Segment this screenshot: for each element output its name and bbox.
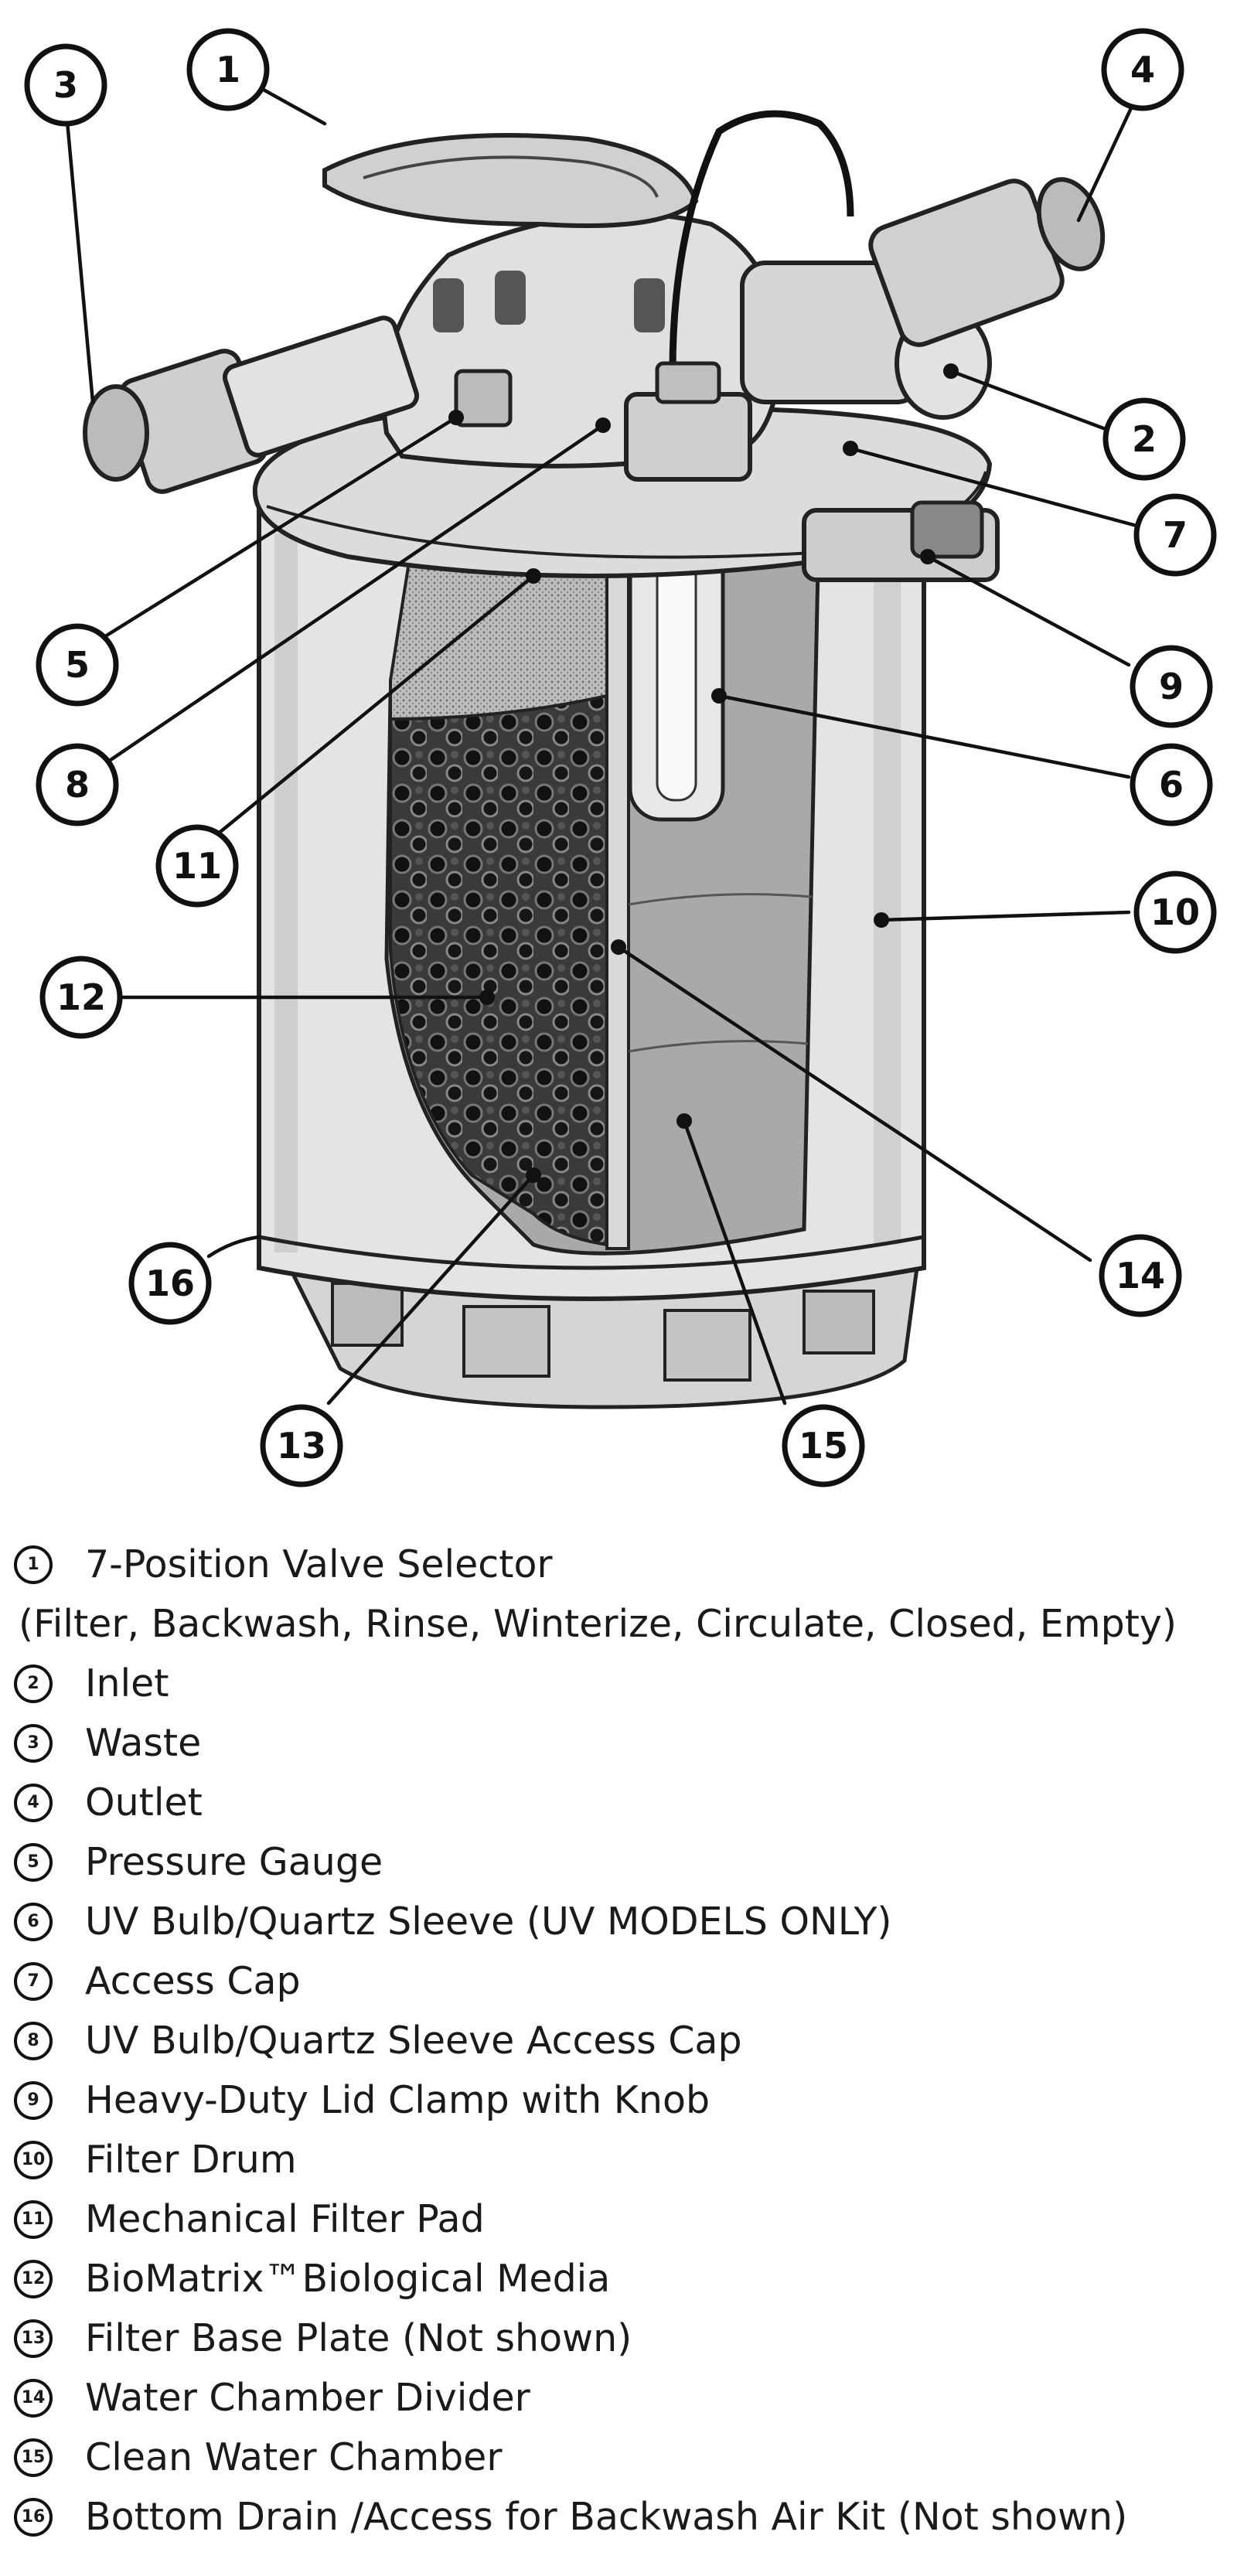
legend-number-badge: 2 xyxy=(14,1664,53,1703)
legend-number-badge: 9 xyxy=(14,2080,53,2120)
svg-text:12: 12 xyxy=(56,976,106,1018)
legend-item: 11 Mechanical Filter Pad xyxy=(14,2189,1228,2249)
legend-label: BioMatrix™Biological Media xyxy=(85,2257,611,2301)
legend-label: Filter Base Plate (Not shown) xyxy=(85,2316,632,2360)
legend-label: Access Cap xyxy=(85,1959,301,2003)
callout-4: 4 xyxy=(1101,28,1184,111)
svg-text:14: 14 xyxy=(1116,1255,1165,1297)
legend-label: Pressure Gauge xyxy=(85,1840,383,1884)
callout-6: 6 xyxy=(1130,743,1213,826)
svg-text:2: 2 xyxy=(1132,418,1157,460)
callout-9: 9 xyxy=(1130,645,1213,728)
legend-label: (Filter, Backwash, Rinse, Winterize, Cir… xyxy=(19,1602,1177,1646)
callout-8: 8 xyxy=(36,743,119,826)
svg-text:7: 7 xyxy=(1163,514,1188,556)
legend-number-badge: 12 xyxy=(14,2259,53,2298)
legend-label: Heavy-Duty Lid Clamp with Knob xyxy=(85,2078,711,2122)
svg-text:6: 6 xyxy=(1159,764,1184,806)
callout-11: 11 xyxy=(155,824,239,908)
legend-number-badge: 8 xyxy=(14,2021,53,2060)
legend-item: 16 Bottom Drain /Access for Backwash Air … xyxy=(14,2487,1228,2547)
callout-5: 5 xyxy=(36,623,119,707)
legend-number-badge: 1 xyxy=(14,1545,53,1584)
svg-text:5: 5 xyxy=(65,644,90,686)
svg-text:3: 3 xyxy=(53,64,78,106)
legend-number-badge: 5 xyxy=(14,1842,53,1882)
legend-label: Clean Water Chamber xyxy=(85,2435,503,2479)
svg-text:10: 10 xyxy=(1150,891,1200,933)
legend-number-badge: 4 xyxy=(14,1783,53,1822)
callout-12: 12 xyxy=(39,956,123,1039)
callout-15: 15 xyxy=(782,1404,865,1487)
legend-label: Inlet xyxy=(85,1661,169,1705)
legend-item: 1 7-Position Valve Selector xyxy=(14,1535,1228,1594)
legend-item: 6 UV Bulb/Quartz Sleeve (UV MODELS ONLY) xyxy=(14,1892,1228,1951)
legend-label: Filter Drum xyxy=(85,2138,297,2182)
access-cap xyxy=(624,361,752,482)
callout-7: 7 xyxy=(1133,493,1217,577)
legend-item: 2 Inlet xyxy=(14,1654,1228,1713)
leader-lines xyxy=(63,83,1139,1406)
legend-item: 7 Access Cap xyxy=(14,1951,1228,2011)
callout-3: 3 xyxy=(24,43,107,127)
legend-label: Bottom Drain /Access for Backwash Air Ki… xyxy=(85,2495,1128,2539)
svg-text:16: 16 xyxy=(145,1262,195,1304)
svg-text:11: 11 xyxy=(172,845,222,887)
legend-number-badge: 6 xyxy=(14,1902,53,1941)
legend-item: 4 Outlet xyxy=(14,1773,1228,1832)
legend-label: Water Chamber Divider xyxy=(85,2376,530,2420)
legend-number-badge: 13 xyxy=(14,2319,53,2358)
legend-item: 9 Heavy-Duty Lid Clamp with Knob xyxy=(14,2070,1228,2130)
lid-clamp xyxy=(802,500,1000,582)
legend-item: 10 Filter Drum xyxy=(14,2130,1228,2189)
legend-number-badge: 7 xyxy=(14,1961,53,2001)
parts-legend: 1 7-Position Valve Selector (Filter, Back… xyxy=(14,1535,1228,2547)
legend-number-badge: 14 xyxy=(14,2378,53,2418)
legend-number-badge: 3 xyxy=(14,1723,53,1763)
svg-text:1: 1 xyxy=(216,49,240,90)
legend-item: 14 Water Chamber Divider xyxy=(14,2368,1228,2428)
legend-item: 13 Filter Base Plate (Not shown) xyxy=(14,2309,1228,2368)
legend-number-badge: 11 xyxy=(14,2199,53,2239)
callout-13: 13 xyxy=(260,1404,343,1487)
legend-item: 8 UV Bulb/Quartz Sleeve Access Cap xyxy=(14,2011,1228,2070)
legend-label: UV Bulb/Quartz Sleeve Access Cap xyxy=(85,2019,742,2063)
svg-text:9: 9 xyxy=(1159,666,1184,707)
legend-number-badge: 10 xyxy=(14,2140,53,2179)
legend-number-badge: 16 xyxy=(14,2497,53,2537)
callout-1: 1 xyxy=(186,28,270,111)
legend-label: UV Bulb/Quartz Sleeve (UV MODELS ONLY) xyxy=(85,1900,892,1944)
callout-10: 10 xyxy=(1133,871,1217,954)
legend-item: 12 BioMatrix™Biological Media xyxy=(14,2249,1228,2309)
water-chamber-divider xyxy=(605,493,630,1250)
inlet-outlet-ports xyxy=(740,177,1106,420)
pressure-gauge xyxy=(454,369,513,428)
legend-label: Mechanical Filter Pad xyxy=(85,2197,485,2241)
legend-label: 7-Position Valve Selector xyxy=(85,1542,553,1586)
legend-item: 3 Waste xyxy=(14,1713,1228,1773)
svg-text:15: 15 xyxy=(799,1425,848,1467)
legend-item: 5 Pressure Gauge xyxy=(14,1832,1228,1892)
drum-cutaway xyxy=(384,477,822,1256)
legend-label: Outlet xyxy=(85,1780,203,1825)
svg-text:8: 8 xyxy=(65,764,90,806)
svg-text:4: 4 xyxy=(1130,49,1155,90)
filter-diagram: 1 2 3 4 5 6 7 8 9 10 11 12 13 14 15 16 xyxy=(24,28,1217,1487)
callout-2: 2 xyxy=(1102,397,1186,481)
legend-item-note: (Filter, Backwash, Rinse, Winterize, Cir… xyxy=(14,1594,1228,1654)
legend-label: Waste xyxy=(85,1721,202,1765)
callout-14: 14 xyxy=(1099,1234,1182,1317)
waste-port xyxy=(83,315,420,494)
legend-item: 15 Clean Water Chamber xyxy=(14,2428,1228,2487)
legend-number-badge: 15 xyxy=(14,2438,53,2477)
callout-16: 16 xyxy=(128,1242,212,1325)
svg-text:13: 13 xyxy=(277,1425,326,1467)
